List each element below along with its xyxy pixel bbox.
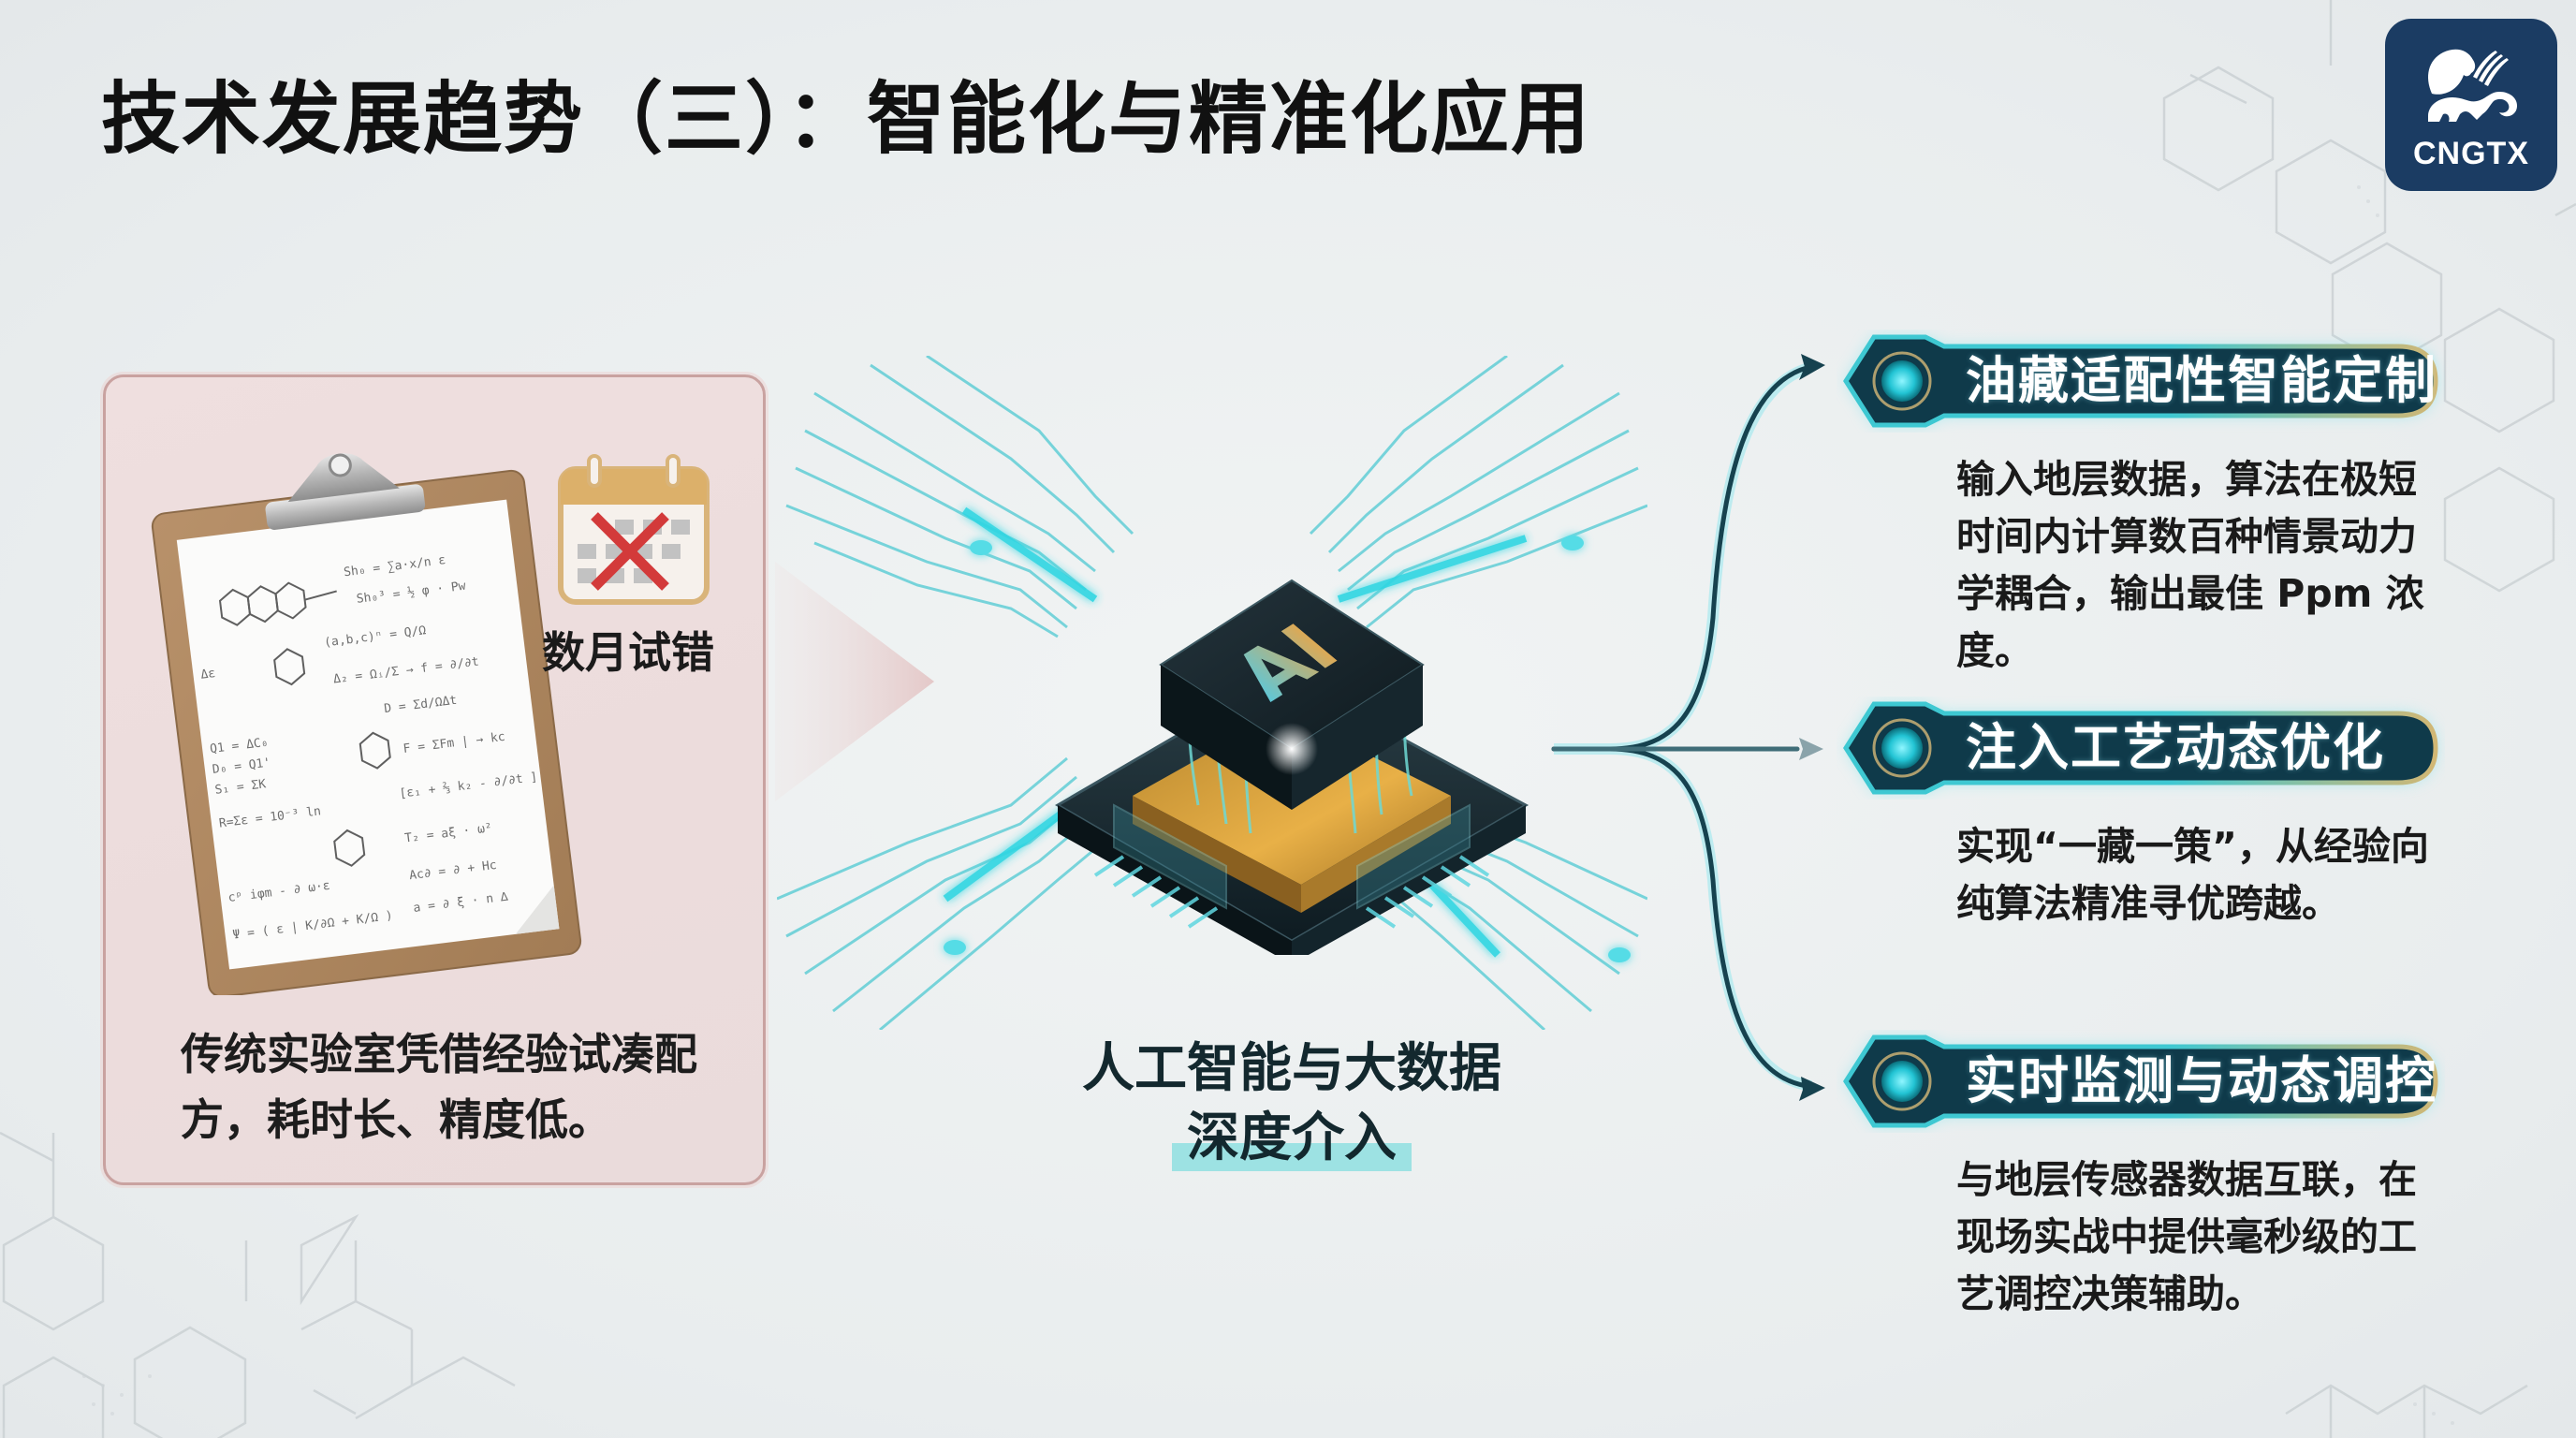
svg-text:S₁ = ΣK: S₁ = ΣK — [214, 777, 267, 798]
transition-arrow-icon — [775, 562, 934, 801]
lion-emblem-icon — [2428, 49, 2518, 122]
feature-pill-badge[interactable] — [1837, 330, 2445, 433]
feature-title: 实时监测与动态调控 — [1966, 1051, 2437, 1110]
trial-error-label: 数月试错 — [542, 627, 714, 678]
legacy-description: 传统实验室凭借经验试凑配方，耗时长、精度低。 — [181, 1029, 697, 1145]
feature-pill-badge[interactable] — [1837, 697, 2445, 800]
legacy-method-card: Sh₀ = ∑a·x/n ε Sh₀³ = ½ φ · Pw (a,b,c)ⁿ … — [103, 374, 766, 1185]
logo-text: CNGTX — [2413, 136, 2529, 171]
ai-chip-icon[interactable]: AI — [1030, 524, 1554, 955]
caption-line-1: 人工智能与大数据 — [1082, 1038, 1501, 1099]
company-logo: CNGTX — [2385, 19, 2557, 191]
feature-description: 实现“一藏一策”，从经验向纯算法精准寻优跨越。 — [1956, 824, 2429, 926]
feature-title: 油藏适配性智能定制 — [1966, 351, 2437, 410]
slide-title: 技术发展趋势（三）：智能化与精准化应用 — [101, 73, 1592, 165]
feature-title: 注入工艺动态优化 — [1966, 718, 2385, 777]
caption-line-2: 深度介入 — [1172, 1104, 1412, 1173]
feature-pill-badge[interactable] — [1837, 1030, 2445, 1133]
calendar-crossed-icon — [558, 454, 710, 605]
ai-bigdata-caption: 人工智能与大数据 深度介入 — [1058, 1034, 1526, 1173]
clipboard-with-formulas-icon: Sh₀ = ∑a·x/n ε Sh₀³ = ½ φ · Pw (a,b,c)ⁿ … — [151, 433, 582, 995]
feature-description: 输入地层数据，算法在极短时间内计算数百种情景动力学耦合，输出最佳 Ppm 浓度。 — [1956, 457, 2424, 673]
branch-arrows — [1551, 354, 1825, 1101]
svg-text:Δε: Δε — [200, 667, 216, 682]
feature-description: 与地层传感器数据互联，在现场实战中提供毫秒级的工艺调控决策辅助。 — [1956, 1157, 2417, 1316]
